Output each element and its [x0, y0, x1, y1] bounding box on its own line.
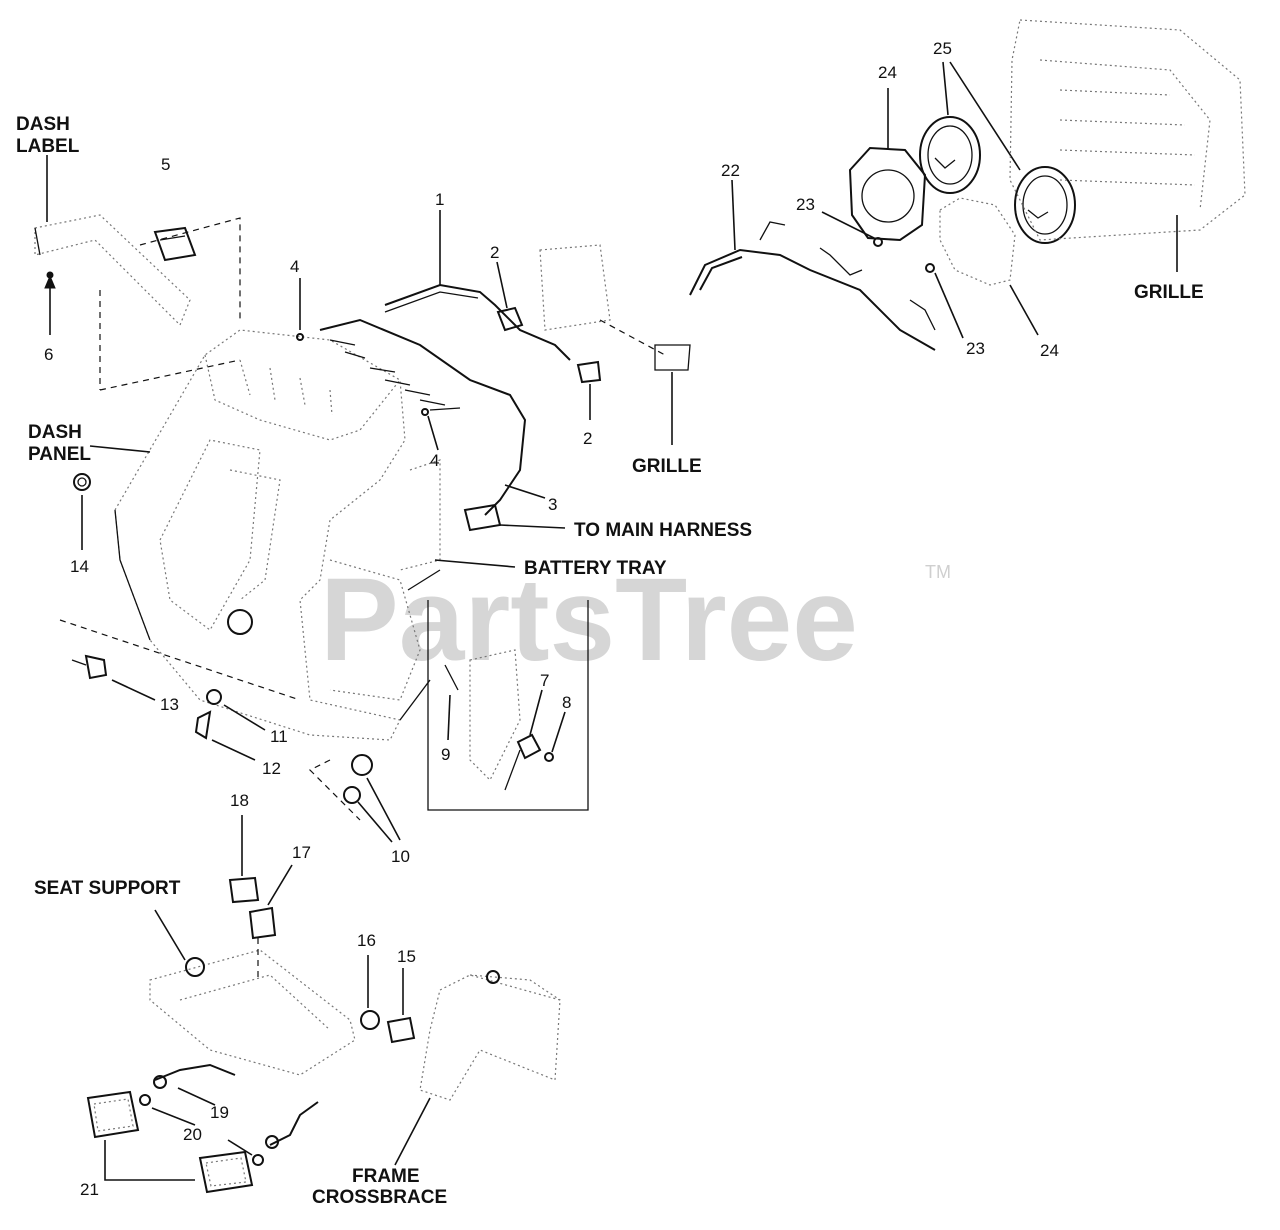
part-14-nut [73, 473, 91, 550]
callout-10: 10 [391, 847, 410, 866]
grille-stub [654, 344, 691, 371]
leader-battery-tray [434, 559, 516, 568]
part-3-wire-harness [319, 318, 527, 532]
grille-right-part [1009, 19, 1246, 272]
part-24-mount-lower [939, 197, 1039, 336]
part-20-bulb [139, 1094, 264, 1166]
callout-11: 11 [270, 727, 288, 746]
label-dash-panel-line1: DASH [28, 422, 82, 443]
callout-24b: 24 [1040, 341, 1059, 360]
callout-17: 17 [292, 843, 311, 862]
part-5-clip [153, 226, 197, 262]
callout-20: 20 [183, 1125, 202, 1144]
part-11-nut [206, 689, 266, 731]
callout-9: 9 [441, 745, 450, 764]
dash-label-part [34, 214, 191, 327]
part-12-clip [194, 710, 256, 761]
part-23-screw-lower [925, 263, 964, 339]
seat-support-part [149, 909, 356, 1076]
label-battery-tray: BATTERY TRAY [524, 558, 667, 579]
frame-crossbrace-part [394, 970, 561, 1166]
callout-1: 1 [435, 190, 444, 209]
callout-15: 15 [397, 947, 416, 966]
part-17-switch [248, 864, 293, 940]
callout-4a: 4 [290, 257, 299, 276]
label-seat-support: SEAT SUPPORT [34, 878, 181, 899]
part-1-lamp-harness [384, 210, 571, 361]
callout-7: 7 [540, 671, 549, 690]
part-4-terminal-top [296, 278, 304, 341]
label-dash-label-line2: LABEL [16, 136, 80, 157]
part-10-switch [343, 754, 401, 843]
part-15-bracket [386, 968, 416, 1044]
part-22-headlight-harness [689, 179, 936, 351]
leader-to-main-harness [499, 524, 566, 529]
label-grille-right: GRILLE [1134, 282, 1204, 303]
callout-3: 3 [548, 495, 557, 514]
watermark-trademark: TM [925, 562, 951, 582]
label-to-main-harness: TO MAIN HARNESS [574, 520, 752, 541]
label-dash-label-line1: DASH [16, 114, 70, 135]
watermark-text: PartsTree [320, 554, 858, 686]
callout-8: 8 [562, 693, 571, 712]
part-4-terminal-right [421, 408, 439, 451]
callout-23b: 23 [966, 339, 985, 358]
label-frame-crossbrace-line1: FRAME [352, 1166, 420, 1187]
part-21-taillight [86, 1090, 254, 1194]
part-18-solenoid [228, 815, 260, 904]
callout-13: 13 [160, 695, 179, 714]
callout-2b: 2 [583, 429, 592, 448]
callout-19: 19 [210, 1103, 229, 1122]
part-13-switch [71, 654, 156, 701]
callout-12: 12 [262, 759, 281, 778]
part-19-socket-harness [153, 1063, 319, 1149]
label-frame-crossbrace-line2: CROSSBRACE [312, 1187, 447, 1208]
callout-18: 18 [230, 791, 249, 810]
part-6-screw [44, 271, 56, 335]
callout-23a: 23 [796, 195, 815, 214]
part-2-bulb-lower [576, 360, 602, 420]
callout-22: 22 [721, 161, 740, 180]
callout-21: 21 [80, 1180, 99, 1199]
callout-2a: 2 [490, 243, 499, 262]
callout-25: 25 [933, 39, 952, 58]
leader-dash-panel [89, 445, 151, 453]
callout-6: 6 [44, 345, 53, 364]
callout-14: 14 [70, 557, 89, 576]
part-24-mount-upper [848, 88, 927, 242]
callout-5: 5 [161, 155, 170, 174]
label-grille-center: GRILLE [632, 456, 702, 477]
callout-24a: 24 [878, 63, 897, 82]
part-16-switch [360, 955, 380, 1030]
callout-4b: 4 [430, 451, 439, 470]
dash-panel-part [114, 329, 441, 741]
part-2-bulb-upper [496, 261, 524, 332]
part-25-lamp-left [919, 61, 981, 194]
grille-outline-upper [539, 244, 611, 331]
part-25-lamp-right [949, 61, 1076, 244]
battery-tray-bracket [427, 600, 589, 811]
label-dash-panel-line2: PANEL [28, 444, 91, 465]
leader-part-3 [504, 484, 546, 499]
callout-16: 16 [357, 931, 376, 950]
